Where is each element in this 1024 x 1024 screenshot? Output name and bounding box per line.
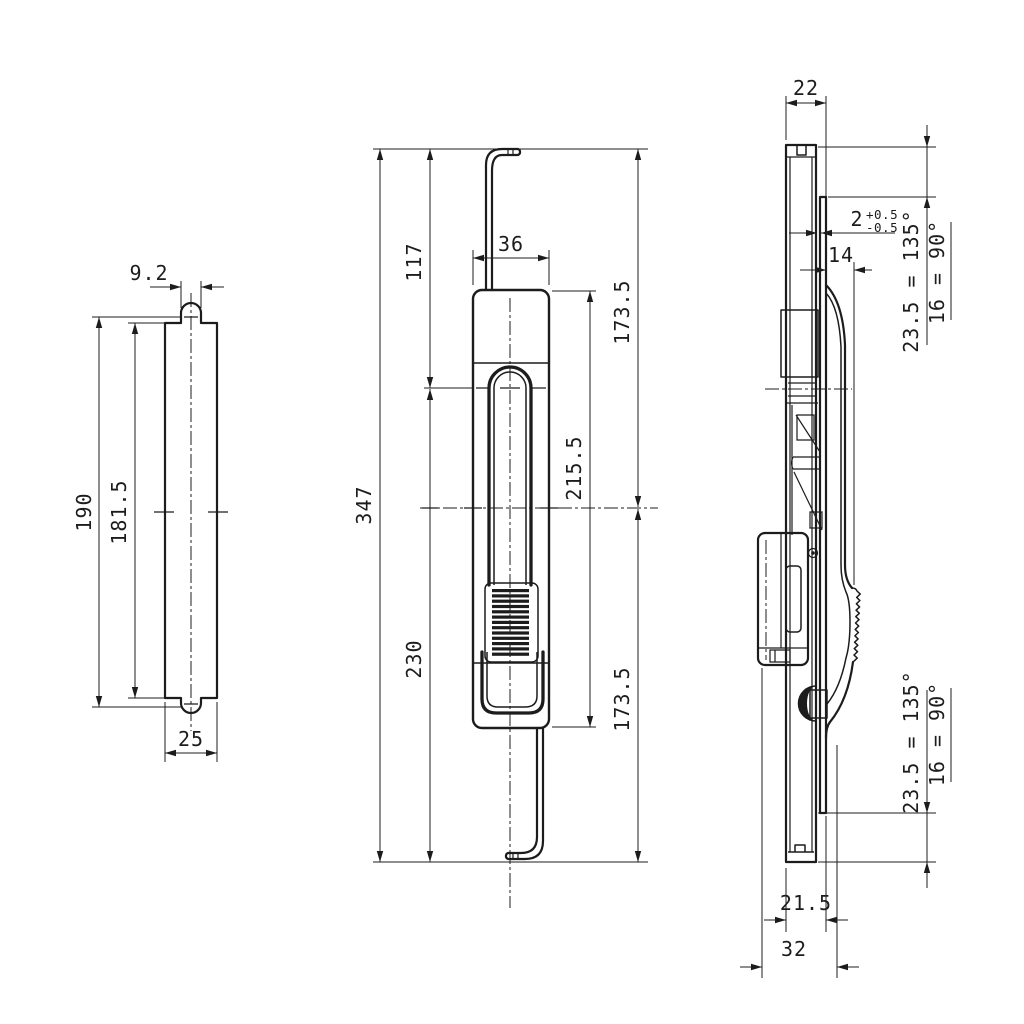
left-view-extension-lines <box>92 281 218 762</box>
dim-depth-top: 22 <box>793 76 819 100</box>
plate-outline <box>163 301 219 715</box>
handle-grip-serration <box>851 587 861 662</box>
dim-protrusion-top-a: 23.5 = 135° <box>899 209 923 352</box>
dim-upper-rod-offset: 117 <box>402 242 426 281</box>
dim-depth-bottom-outer: 32 <box>781 937 807 961</box>
dim-top-tab-width: 9.2 <box>129 261 168 285</box>
handle-blade-outer <box>824 283 854 590</box>
pivot-pin-center <box>811 551 815 555</box>
dim-gap-value: 2 <box>850 207 863 231</box>
dim-lower-rod-offset: 230 <box>402 639 426 678</box>
bottom-rod-cap-ticks <box>512 853 519 859</box>
back-bar-top-notch <box>796 145 807 156</box>
upper-guide-block-lines <box>785 310 818 404</box>
dim-outer-height: 190 <box>72 492 96 531</box>
left-view-dimension-lines <box>98 286 224 754</box>
slot-inner <box>493 371 527 585</box>
front-view-center-ticks <box>422 387 558 509</box>
dim-upper-half: 173.5 <box>610 279 634 344</box>
left-view: 9.2 190 181.5 25 <box>72 261 228 762</box>
top-rod-cap-ticks <box>507 149 514 155</box>
knob-shaded-face <box>798 686 816 721</box>
slot-outer <box>487 365 533 587</box>
dim-depth-bottom-inner: 21.5 <box>780 891 832 915</box>
lock-cassette-inner <box>758 533 808 663</box>
side-view-extension-lines <box>761 96 936 978</box>
back-bar-inner-lines <box>786 156 816 852</box>
knob-bracket <box>809 689 828 719</box>
dim-handle-depth: 14 <box>828 243 854 267</box>
dim-inner-height: 181.5 <box>107 479 131 544</box>
handle-blade-lower-curve <box>824 660 855 740</box>
dim-overall-height: 347 <box>352 485 376 524</box>
upper-guide-block <box>780 309 819 378</box>
dim-gap-tol-plus: +0.5 <box>866 207 898 222</box>
front-view: 347 117 230 215.5 173.5 173.5 36 <box>352 147 658 908</box>
top-rod-hook <box>484 147 522 292</box>
pivot-pin <box>807 547 819 559</box>
lock-cassette-slot <box>785 565 802 633</box>
back-bar-bottom-cap <box>788 844 814 853</box>
slot-lower-end-inner <box>486 652 538 708</box>
latch-body-outline <box>471 288 551 730</box>
handle-blade-inner <box>825 292 851 705</box>
dim-protrusion-top-b: 16 = 90° <box>925 220 949 324</box>
dim-body-width: 36 <box>498 232 524 256</box>
front-view-dimension-lines <box>379 149 639 862</box>
dim-protrusion-bottom-b: 16 = 90° <box>925 682 949 786</box>
dim-protrusion-bottom-a: 23.5 = 135° <box>899 670 923 813</box>
slider-grip-outline <box>484 582 539 663</box>
slot-lower-end-outer <box>480 650 545 715</box>
left-view-center-ticks <box>154 316 228 705</box>
slider-grip-ribs <box>492 589 529 656</box>
dim-body-height: 215.5 <box>562 435 586 500</box>
dim-lower-half: 173.5 <box>610 666 634 731</box>
mechanism-detail-lines <box>790 405 823 535</box>
lock-cassette-outline <box>756 531 810 667</box>
side-view: 22 2 +0.5 -0.5 14 23.5 = 135° 16 = 90° 2… <box>740 76 952 978</box>
back-bar-outline <box>784 143 818 864</box>
side-view-centerlines <box>765 388 852 660</box>
bottom-rod-hook <box>504 726 545 861</box>
front-plate <box>818 195 828 815</box>
dim-gap-tol-minus: -0.5 <box>866 220 898 235</box>
front-view-centerlines <box>420 298 658 908</box>
dim-plate-width: 25 <box>178 727 204 751</box>
